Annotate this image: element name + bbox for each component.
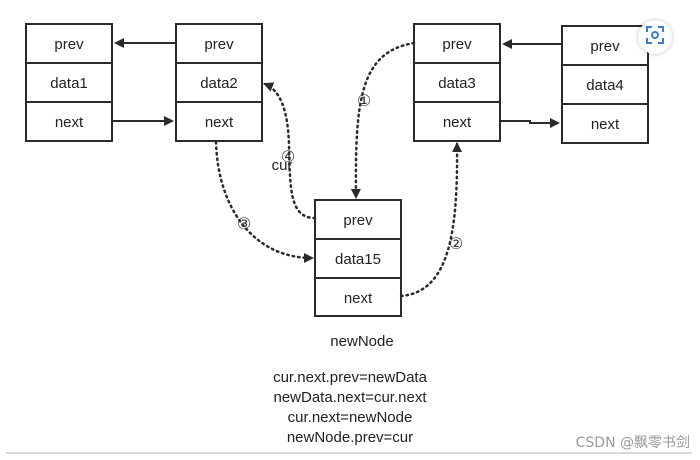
new-node: prev data15 next newNode — [314, 199, 402, 350]
step-3-label: ③ — [237, 214, 251, 233]
node-2-next: next — [205, 114, 234, 131]
step-4-note: cur — [272, 157, 293, 174]
node-2: prev data2 next — [175, 23, 263, 142]
code-line-4: newNode.prev=cur — [286, 429, 414, 446]
code-line-1: cur.next.prev=newData — [273, 369, 427, 386]
step-1-label: ① — [357, 91, 371, 110]
node-3-prev: prev — [442, 36, 472, 53]
node-4: prev data4 next — [561, 25, 649, 144]
scan-button[interactable] — [638, 20, 672, 54]
node-2-data: data2 — [200, 75, 238, 92]
node-2-prev: prev — [204, 36, 234, 53]
watermark: CSDN @飘零书剑 — [575, 435, 690, 451]
new-node-data: data15 — [335, 251, 381, 268]
node-3-data: data3 — [438, 75, 476, 92]
dotted-arrow-step4 — [263, 82, 317, 220]
scan-icon — [645, 25, 665, 50]
node-3-next: next — [443, 114, 472, 131]
dotted-arrow-step2 — [399, 142, 463, 298]
arrow-node3-next-to-node4 — [500, 118, 560, 128]
node-4-next: next — [591, 116, 620, 133]
node-3: prev data3 next — [413, 23, 501, 142]
new-node-next: next — [344, 290, 373, 307]
new-node-prev: prev — [343, 212, 373, 229]
code-line-3: cur.next=newNode — [287, 409, 413, 426]
node-1-next: next — [55, 114, 84, 131]
dotted-arrow-step3 — [214, 140, 314, 263]
node-1-data: data1 — [50, 75, 88, 92]
node-1-prev: prev — [54, 36, 84, 53]
code-line-2: newData.next=cur.next — [273, 389, 427, 406]
step-4-label: ④ — [281, 147, 295, 166]
node-1: prev data1 next — [25, 23, 113, 142]
new-node-label: newNode — [330, 333, 393, 350]
dotted-arrow-step1 — [350, 41, 416, 199]
node-4-prev: prev — [590, 38, 620, 55]
step-2-label: ② — [449, 234, 463, 253]
node-4-data: data4 — [586, 77, 624, 94]
